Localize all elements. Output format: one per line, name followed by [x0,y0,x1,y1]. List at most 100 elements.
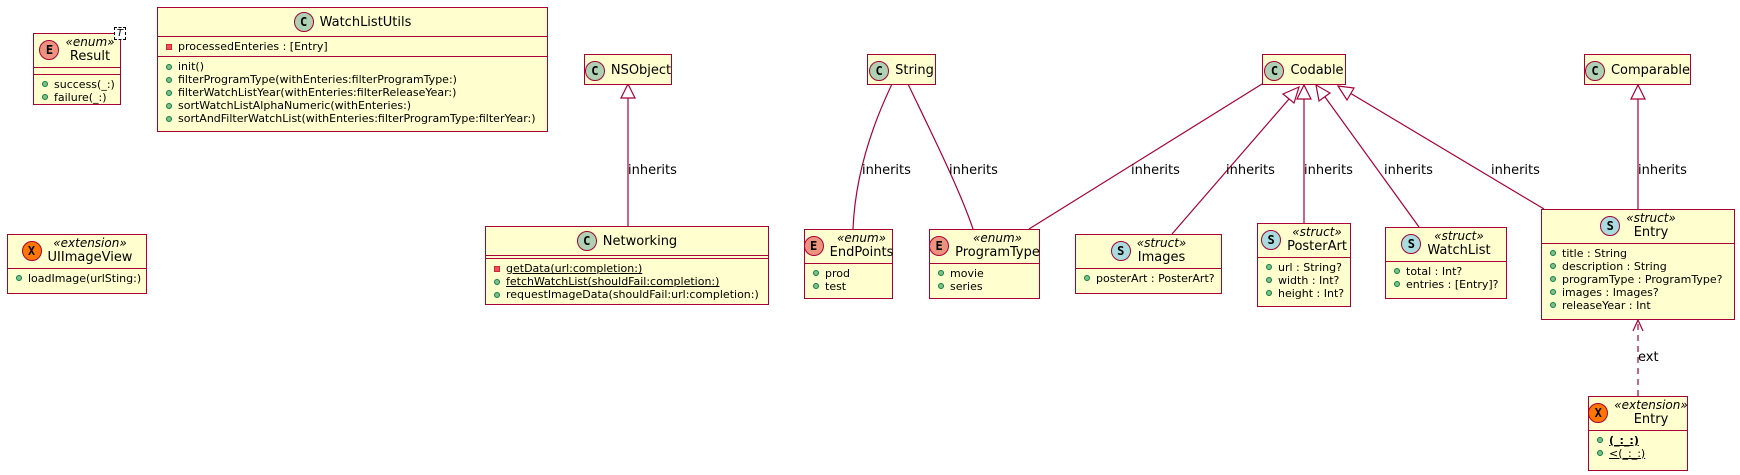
class-name: Networking [602,233,678,249]
stereotype: «extension» [1614,398,1688,412]
public-icon [1550,276,1556,283]
class-entry[interactable]: S «struct»Entry title : String descripti… [1541,209,1735,320]
class-icon: C [293,12,314,32]
class-header: S «struct»WatchList [1386,228,1506,261]
class-header: X «extension»Entry [1588,397,1688,430]
member-row: (_:_:) [1597,434,1681,447]
edge-label-inherits: inherits [1226,163,1275,178]
public-icon [938,270,944,277]
member-row: movie [938,267,1033,280]
stereotype: «struct» [1626,211,1676,225]
public-icon [42,81,48,88]
class-header: C Networking [486,227,768,255]
class-header: C String [868,55,935,86]
public-icon [1266,264,1272,271]
class-header: S «struct»Entry [1542,210,1734,243]
edge-label-inherits: inherits [1638,163,1687,178]
public-icon [1394,281,1400,288]
stereotype: «struct» [1292,225,1342,239]
class-result[interactable]: T E «enum»Result success(_:) failure(_:) [33,27,126,107]
edge-entry-codable [1349,92,1545,210]
member-row: filterWatchListYear(withEnteries:filterR… [166,86,541,99]
class-codable[interactable]: C Codable [1262,54,1346,85]
class-watchlist[interactable]: S «struct»WatchList total : Int? entries… [1385,227,1507,299]
public-icon [166,89,172,96]
member-row: releaseYear : Int [1550,299,1728,312]
class-header: C Codable [1263,55,1345,86]
class-entry-extension[interactable]: X «extension»Entry (_:_:) <(_:_:) [1588,396,1688,471]
class-name: PosterArt [1287,238,1347,254]
extension-icon: X [1588,403,1609,424]
class-string[interactable]: C String [867,54,936,85]
member-row: images : Images? [1550,286,1728,299]
public-icon [1597,437,1603,444]
stereotype: «enum» [972,231,1023,245]
edge-label-inherits: inherits [628,163,677,178]
class-nsobject[interactable]: C NSObject [584,54,672,85]
arrowhead-ext [1632,318,1644,332]
arrowhead-nsobject [620,82,636,99]
edge-label-inherits: inherits [1304,163,1353,178]
public-icon [1550,263,1556,270]
edge-programtype-codable [1028,83,1263,230]
generic-parameter: T [113,27,126,40]
class-header: C WatchListUtils [158,8,547,36]
public-icon [42,94,48,101]
public-icon [166,102,172,109]
public-icon [166,115,172,122]
class-posterart[interactable]: S «struct»PosterArt url : String? width … [1257,223,1351,307]
struct-icon: S [1110,241,1131,262]
public-icon [938,283,944,290]
class-name: Entry [1633,224,1669,240]
member-row: processedEnteries : [Entry] [166,40,541,53]
edge-programtype-string [907,83,974,230]
member-row: title : String [1550,247,1728,260]
member-row: loadImage(urlSting:) [16,272,141,285]
member-row: fetchWatchList(shouldFail:completion:) [494,275,762,288]
stereotype: «enum» [65,35,115,49]
class-endpoints[interactable]: E «enum»EndPoints prod test [803,229,893,299]
class-header: E «enum»Result [34,34,120,67]
struct-icon: S [1600,216,1621,237]
class-header: E «enum»ProgramType [929,230,1040,263]
edge-label-inherits: inherits [1131,163,1180,178]
class-images[interactable]: S «struct»Images posterArt : PosterArt? [1075,234,1222,294]
arrowhead-codable-entry [1336,85,1355,102]
class-name: NSObject [610,63,672,78]
stereotype: «struct» [1434,229,1484,243]
member-row: success(_:) [42,78,115,91]
methods-compartment: init() filterProgramType(withEnteries:fi… [158,57,547,128]
class-name: ProgramType [955,244,1040,260]
methods-compartment: (_:_:) <(_:_:) [1589,431,1687,463]
class-icon: C [576,231,597,251]
edge-endpoints-string [852,83,893,230]
class-comparable[interactable]: C Comparable [1584,54,1691,85]
class-networking[interactable]: C Networking getData(url:completion:) fe… [485,226,769,305]
struct-icon: S [1261,230,1282,251]
class-header: C Comparable [1584,55,1690,86]
member-row: series [938,280,1033,293]
fields-compartment: processedEnteries : [Entry] [158,37,547,56]
public-icon [1550,250,1556,257]
class-programtype[interactable]: E «enum»ProgramType movie series [929,229,1040,299]
fields-compartment: posterArt : PosterArt? [1076,269,1221,288]
class-header: S «struct»Images [1076,235,1221,268]
public-icon [1266,290,1272,297]
extension-icon: X [21,241,42,262]
public-icon [1394,268,1400,275]
member-row: sortAndFilterWatchList(withEnteries:filt… [166,112,541,125]
member-row: height : Int? [1266,287,1344,300]
edge-images-codable [1171,98,1290,235]
enum-icon: E [803,236,824,257]
class-uiimageview[interactable]: X «extension»UIImageView loadImage(urlSt… [7,234,147,294]
public-icon [1084,275,1090,282]
enum-icon: E [929,236,950,257]
class-icon: C [1264,60,1285,81]
class-name: Images [1137,249,1186,265]
class-header: X «extension»UIImageView [8,235,146,268]
public-icon [166,76,172,83]
methods-compartment: success(_:) failure(_:) [34,75,120,107]
class-watchlistutils[interactable]: C WatchListUtils processedEnteries : [En… [157,7,548,132]
edge-label-inherits: inherits [949,163,998,178]
